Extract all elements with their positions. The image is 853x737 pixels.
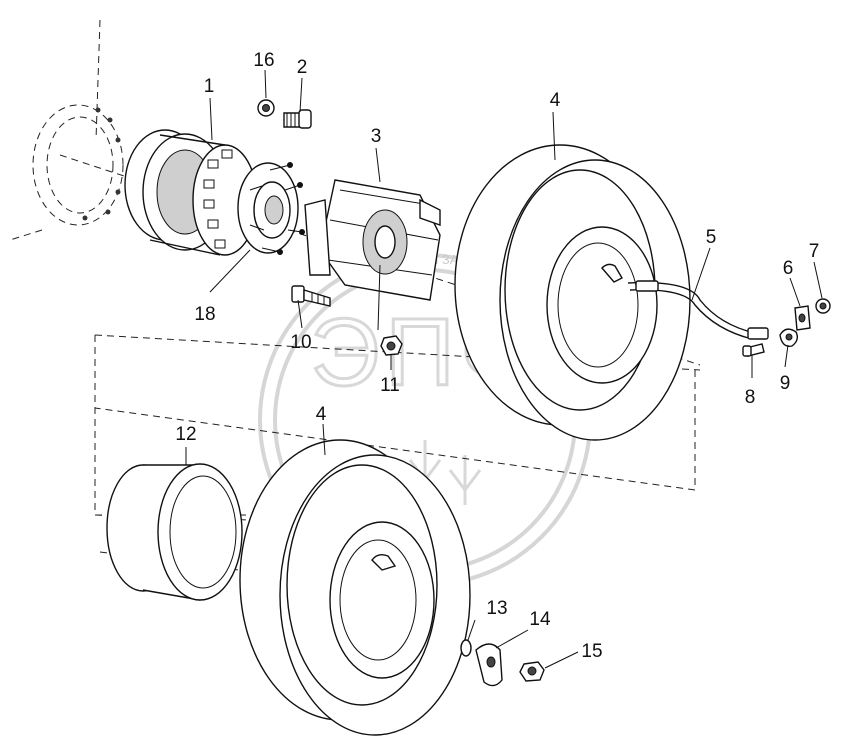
callout-18: 18 bbox=[194, 304, 215, 325]
tire-upper bbox=[454, 144, 691, 441]
clip-6 bbox=[794, 305, 811, 331]
ring-13 bbox=[460, 639, 472, 657]
leader-lines bbox=[185, 69, 823, 669]
callout-12: 12 bbox=[175, 424, 196, 445]
callout-11: 11 bbox=[380, 375, 400, 396]
callout-9: 9 bbox=[780, 373, 791, 394]
bolt-10 bbox=[291, 285, 331, 307]
wheel-adapter bbox=[304, 179, 441, 331]
callout-16: 16 bbox=[253, 50, 274, 71]
nut-7 bbox=[815, 298, 831, 314]
valve-guard-14 bbox=[475, 643, 503, 687]
callout-14: 14 bbox=[529, 609, 551, 630]
bolt-2 bbox=[283, 109, 312, 129]
nut-11 bbox=[380, 335, 403, 356]
nut-15 bbox=[519, 661, 545, 682]
callout-2: 2 bbox=[297, 57, 308, 78]
callout-8: 8 bbox=[745, 387, 756, 408]
wheel-hub bbox=[124, 129, 258, 256]
clamp-9 bbox=[779, 328, 799, 347]
callout-7: 7 bbox=[809, 241, 820, 262]
callout-labels: 1 16 2 3 4 5 6 7 8 9 10 11 18 12 4 13 14… bbox=[175, 50, 819, 662]
callout-13: 13 bbox=[486, 598, 507, 619]
callout-4-lower: 4 bbox=[316, 404, 327, 425]
valve-extension-hose bbox=[627, 280, 769, 340]
callout-6: 6 bbox=[783, 258, 794, 279]
callout-1: 1 bbox=[204, 76, 215, 97]
callout-4-upper: 4 bbox=[550, 90, 561, 111]
callout-10: 10 bbox=[290, 332, 311, 353]
callout-3: 3 bbox=[371, 126, 382, 147]
screw-8 bbox=[742, 343, 765, 357]
brake-drum-reference bbox=[32, 104, 124, 226]
callout-5: 5 bbox=[706, 227, 717, 248]
hub-flange bbox=[237, 162, 305, 255]
rim-ring-12 bbox=[106, 463, 243, 601]
nut-16 bbox=[257, 99, 275, 117]
tire-lower bbox=[239, 439, 471, 736]
callout-15: 15 bbox=[581, 641, 602, 662]
